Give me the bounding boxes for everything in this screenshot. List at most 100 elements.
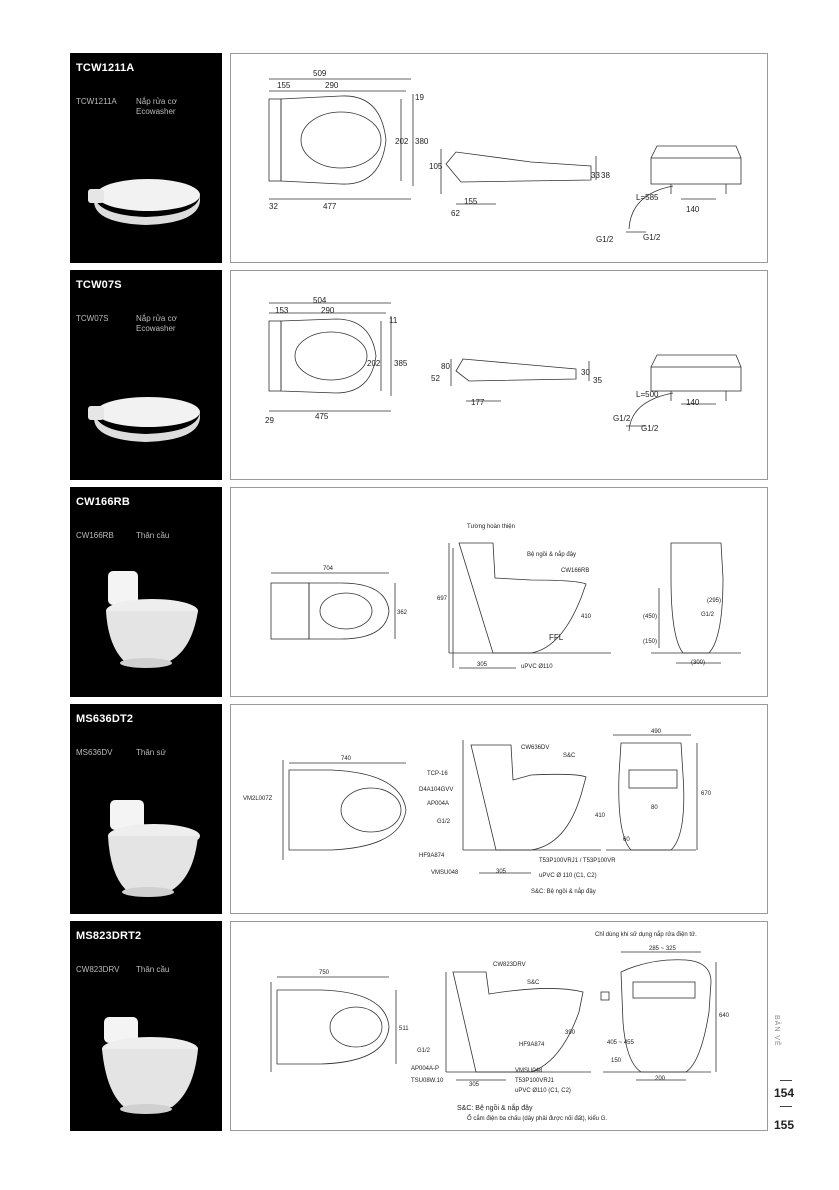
product-title: MS636DT2 xyxy=(76,713,134,725)
dim-label: 200 xyxy=(655,1076,666,1082)
product-desc: Nắp rửa cơ Ecowasher xyxy=(136,97,177,117)
dim-label: (295) xyxy=(707,598,721,604)
dim-label: AP004A xyxy=(427,801,449,807)
dim-label: 290 xyxy=(325,81,339,90)
dim-label: 750 xyxy=(319,970,330,976)
dim-label: 80 xyxy=(651,805,658,811)
dim-label: (150) xyxy=(643,639,657,645)
technical-drawing: Chỉ dùng khi sử dụng nắp rửa điện tử. 75… xyxy=(230,921,768,1131)
desc-line: Ecowasher xyxy=(136,324,176,333)
dim-label: 405 ~ 455 xyxy=(607,1040,635,1046)
dim-label: 704 xyxy=(323,566,334,572)
dim-label: 362 xyxy=(397,610,408,616)
dim-label: 105 xyxy=(429,162,443,171)
product-card: TCW1211A TCW1211A Nắp rửa cơ Ecowasher xyxy=(70,53,222,263)
dim-label: 62 xyxy=(451,209,460,218)
dim-label: 670 xyxy=(701,791,712,797)
dim-label: G1/2 xyxy=(417,1048,431,1054)
dim-label: 410 xyxy=(581,614,592,620)
page-number: 155 xyxy=(774,1118,795,1132)
desc-line: Thân sứ xyxy=(136,748,166,757)
dim-label: uPVC Ø110 xyxy=(521,664,553,670)
product-code: CW166RB xyxy=(76,531,114,540)
dim-label: 380 xyxy=(415,137,429,146)
dim-label: FFL xyxy=(549,633,564,642)
product-card: MS636DT2 MS636DV Thân sứ xyxy=(70,704,222,914)
dim-label: 490 xyxy=(651,729,662,735)
dim-label: 177 xyxy=(471,398,485,407)
technical-drawing: Tường hoàn thiện Bệ ngồi & nắp đậy CW166… xyxy=(230,487,768,697)
dim-label: uPVC Ø 110 (C1, C2) xyxy=(539,873,597,879)
dim-label: 29 xyxy=(265,416,274,425)
product-image xyxy=(88,397,200,442)
dim-label: L=500 xyxy=(636,390,659,399)
dim-label: 697 xyxy=(437,596,448,602)
dim-label: 155 xyxy=(464,197,478,206)
dim-label: G1/2 xyxy=(613,414,631,423)
product-row-ms823drt2: MS823DRT2 CW823DRV Thân cầu xyxy=(70,921,770,1131)
desc-line: Ecowasher xyxy=(136,107,176,116)
dim-label: HF9A874 xyxy=(519,1042,545,1048)
product-code: TCW07S xyxy=(76,314,109,323)
dim-label: 153 xyxy=(275,306,289,315)
dim-label: 285 ~ 325 xyxy=(649,946,677,952)
dim-label: S&C: Bệ ngồi & nắp đậy xyxy=(531,888,596,895)
technical-drawing: 509 155 290 19 202 380 32 477 105 62 155… xyxy=(230,53,768,263)
product-desc: Nắp rửa cơ Ecowasher xyxy=(136,314,177,334)
product-code: CW823DRV xyxy=(76,965,120,974)
product-code: MS636DV xyxy=(76,748,113,757)
dim-label: T53P100VRJ1 / T53P100VR xyxy=(539,858,616,864)
dim-label: 504 xyxy=(313,296,327,305)
product-image xyxy=(108,800,200,897)
dim-label: Tường hoàn thiện xyxy=(467,524,515,530)
dim-label: TCP-16 xyxy=(427,771,448,777)
product-image xyxy=(102,1017,198,1114)
dim-label: 140 xyxy=(686,398,700,407)
dim-label: 290 xyxy=(321,306,335,315)
desc-line: Thân cầu xyxy=(136,965,170,974)
dim-label: 410 xyxy=(595,813,606,819)
dim-label: Chỉ dùng khi sử dụng nắp rửa điện tử. xyxy=(595,931,697,938)
page-number: 154 xyxy=(774,1086,795,1100)
dim-label: 80 xyxy=(441,362,450,371)
dim-label: 140 xyxy=(686,205,700,214)
dim-label: 30 xyxy=(581,368,590,377)
technical-drawing: VM2L007Z 740 CW636DV S&C TCP-16 D4A104GV… xyxy=(230,704,768,914)
dim-label: 150 xyxy=(611,1058,622,1064)
dim-label: 32 xyxy=(269,202,278,211)
product-card: TCW07S TCW07S Nắp rửa cơ Ecowasher xyxy=(70,270,222,480)
dim-label: VMSU048 xyxy=(431,870,459,876)
dim-label: VMSU048 xyxy=(515,1068,543,1074)
dim-label: S&C: Bệ ngồi & nắp đậy xyxy=(457,1103,533,1112)
product-card: MS823DRT2 CW823DRV Thân cầu xyxy=(70,921,222,1131)
dim-label: G1/2 xyxy=(437,819,451,825)
dim-label: 52 xyxy=(431,374,440,383)
dim-label: 202 xyxy=(367,359,381,368)
dim-label: CW166RB xyxy=(561,568,589,574)
product-desc: Thân sứ xyxy=(136,748,166,758)
dim-label: S&C xyxy=(527,980,540,986)
desc-line: Nắp rửa cơ xyxy=(136,97,177,106)
divider xyxy=(780,1080,792,1081)
dim-label: 33 xyxy=(591,171,600,180)
dim-label: 38 xyxy=(601,171,610,180)
dim-label: 155 xyxy=(277,81,291,90)
dim-label: AP004A-P xyxy=(411,1066,439,1072)
product-desc: Thân cầu xyxy=(136,531,169,541)
dim-label: uPVC Ø110 (C1, C2) xyxy=(515,1088,571,1094)
product-desc: Thân cầu xyxy=(136,965,169,975)
dim-label: S&C xyxy=(563,753,576,759)
dim-label: (450) xyxy=(643,614,657,620)
dim-label: Ổ cắm điện ba chấu (dây phải được nối đấ… xyxy=(467,1115,607,1122)
section-label: BẢN VẼ xyxy=(773,1015,780,1047)
product-row-ms636dt2: MS636DT2 MS636DV Thân sứ xyxy=(70,704,770,914)
product-row-tcw07s: TCW07S TCW07S Nắp rửa cơ Ecowasher xyxy=(70,270,770,480)
divider xyxy=(780,1106,792,1107)
dim-label: 640 xyxy=(719,1013,730,1019)
dim-label: T53P100VRJ1 xyxy=(515,1078,555,1084)
dim-label: 509 xyxy=(313,69,327,78)
product-card: CW166RB CW166RB Thân cầu xyxy=(70,487,222,697)
product-title: CW166RB xyxy=(76,496,130,508)
dim-label: D4A104GVV xyxy=(419,787,453,793)
dim-label: L=585 xyxy=(636,193,659,202)
